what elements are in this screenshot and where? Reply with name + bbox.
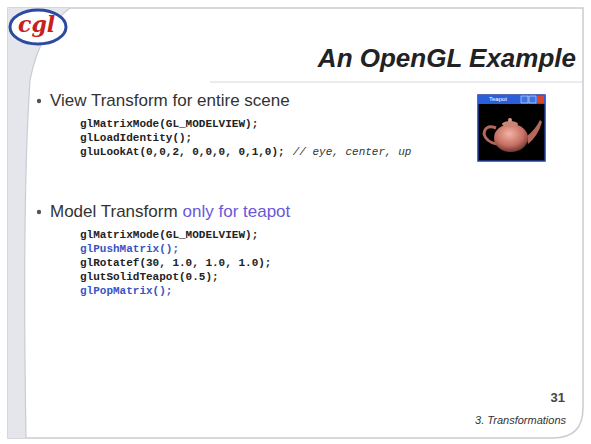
code-line: glRotatef(30, 1.0, 1.0, 1.0); (80, 257, 271, 270)
left-swoosh (8, 8, 70, 438)
logo-text: cgl (18, 12, 55, 37)
section-footer: 3. Transformations (475, 414, 566, 427)
bullet-text: View Transform for entire scene (50, 91, 290, 111)
code-line: gluLookAt(0,0,2, 0,0,0, 0,1,0); (80, 146, 285, 159)
bullet-text: Model Transform (50, 202, 178, 222)
code-comment: // eye, center, up (293, 146, 412, 159)
slide-title: An OpenGL Example (318, 44, 576, 74)
code-line: glMatrixMode(GL_MODELVIEW); (80, 229, 258, 242)
code-line: glPopMatrix(); (80, 285, 172, 298)
bullet-dot (37, 210, 41, 214)
teapot-window (478, 95, 545, 161)
code-line: glutSolidTeapot(0.5); (80, 271, 219, 284)
window-title: Teapot (489, 95, 507, 104)
page-number: 31 (551, 391, 565, 406)
swoosh-edge (25, 8, 70, 438)
slide-border (8, 8, 583, 438)
code-line: glLoadIdentity(); (80, 132, 192, 145)
bullet-dot (37, 99, 41, 103)
code-line: glPushMatrix(); (80, 243, 179, 256)
logo-ring (10, 10, 66, 44)
bullet-highlight: only for teapot (183, 202, 291, 222)
title-rule (210, 82, 583, 83)
code-line: glMatrixMode(GL_MODELVIEW); (80, 118, 258, 131)
